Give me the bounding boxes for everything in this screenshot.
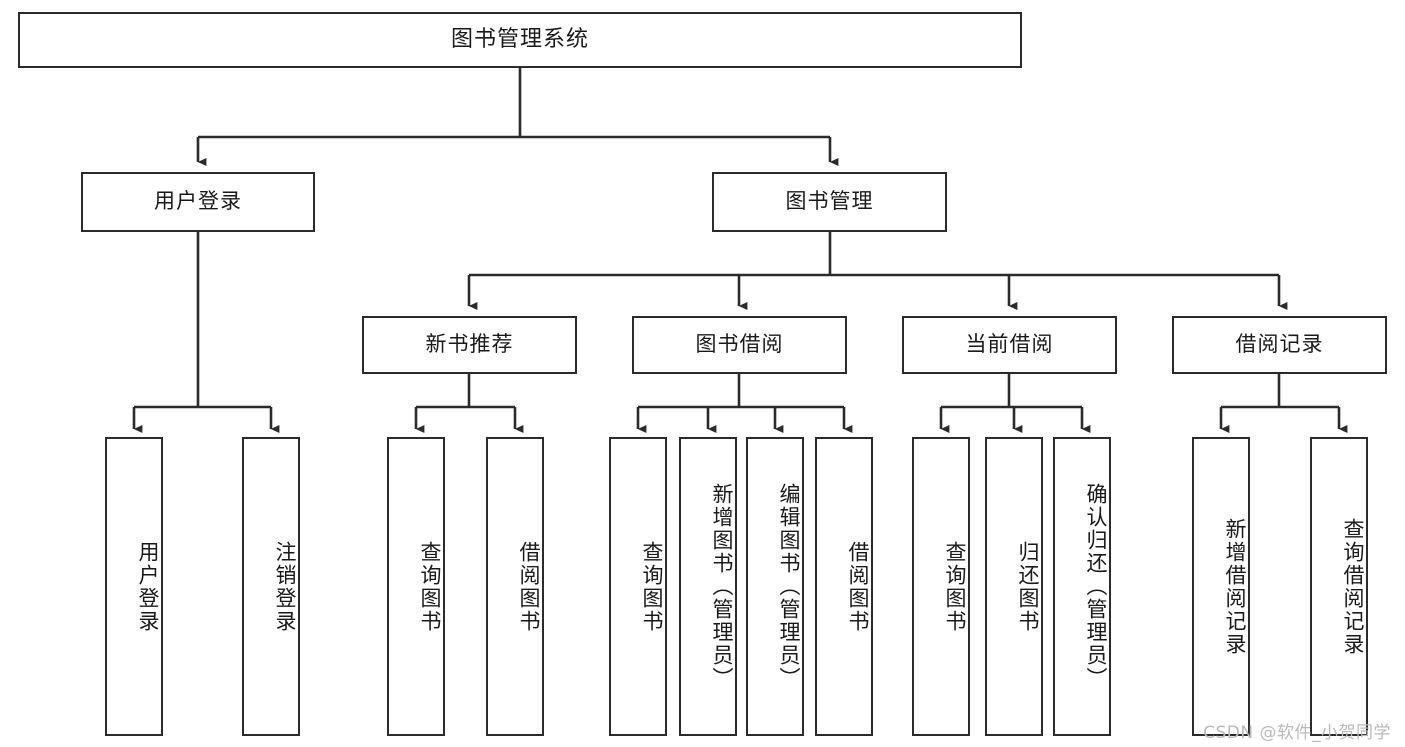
leaf-add-borrow-record[interactable]: 新增借阅记录	[1192, 437, 1250, 736]
leaf-query-book-borrow[interactable]: 查询图书	[609, 437, 667, 736]
leaf-borrow-book-recommend[interactable]: 借阅图书	[486, 437, 544, 736]
leaf-edit-book-label: 编辑图书（管理员）	[777, 483, 801, 690]
node-book-manage[interactable]: 图书管理	[712, 172, 947, 232]
node-book-borrow-label: 图书借阅	[695, 332, 784, 357]
leaf-return-book-label: 归还图书	[1016, 540, 1040, 633]
leaf-query-book-current[interactable]: 查询图书	[912, 437, 970, 736]
leaf-add-borrow-record-label: 新增借阅记录	[1223, 517, 1247, 656]
leaf-query-borrow-record[interactable]: 查询借阅记录	[1310, 437, 1368, 736]
leaf-query-book-recommend[interactable]: 查询图书	[387, 437, 445, 736]
node-root-label: 图书管理系统	[450, 26, 589, 52]
leaf-query-book-recommend-label: 查询图书	[418, 540, 442, 633]
node-user-login-label: 用户登录	[154, 189, 242, 214]
node-current-borrow-label: 当前借阅	[965, 332, 1054, 357]
leaf-query-borrow-record-label: 查询借阅记录	[1341, 517, 1365, 656]
leaf-borrow-book-recommend-label: 借阅图书	[517, 540, 541, 633]
leaf-return-book[interactable]: 归还图书	[985, 437, 1043, 736]
leaf-add-book-label: 新增图书（管理员）	[710, 483, 734, 690]
leaf-user-login[interactable]: 用户登录	[105, 437, 163, 736]
leaf-borrow-book[interactable]: 借阅图书	[815, 437, 873, 736]
leaf-query-book-current-label: 查询图书	[943, 540, 967, 633]
leaf-edit-book[interactable]: 编辑图书（管理员）	[746, 437, 804, 736]
node-borrow-record[interactable]: 借阅记录	[1172, 316, 1387, 374]
watermark-text: CSDN @软件_小贺同学	[1203, 723, 1391, 743]
node-book-borrow[interactable]: 图书借阅	[632, 316, 847, 374]
leaf-logout[interactable]: 注销登录	[242, 437, 300, 736]
node-borrow-record-label: 借阅记录	[1235, 332, 1324, 357]
node-root[interactable]: 图书管理系统	[18, 12, 1022, 68]
leaf-confirm-return[interactable]: 确认归还（管理员）	[1053, 437, 1111, 736]
leaf-user-login-label: 用户登录	[136, 540, 160, 633]
leaf-borrow-book-label: 借阅图书	[846, 540, 870, 633]
node-new-book-recommend[interactable]: 新书推荐	[362, 316, 577, 374]
node-new-book-recommend-label: 新书推荐	[425, 332, 514, 357]
leaf-add-book[interactable]: 新增图书（管理员）	[679, 437, 737, 736]
node-book-manage-label: 图书管理	[785, 189, 874, 214]
node-current-borrow[interactable]: 当前借阅	[902, 316, 1117, 374]
leaf-confirm-return-label: 确认归还（管理员）	[1084, 483, 1108, 690]
node-user-login[interactable]: 用户登录	[81, 172, 315, 232]
leaf-query-book-borrow-label: 查询图书	[640, 540, 664, 633]
leaf-logout-label: 注销登录	[273, 540, 297, 633]
